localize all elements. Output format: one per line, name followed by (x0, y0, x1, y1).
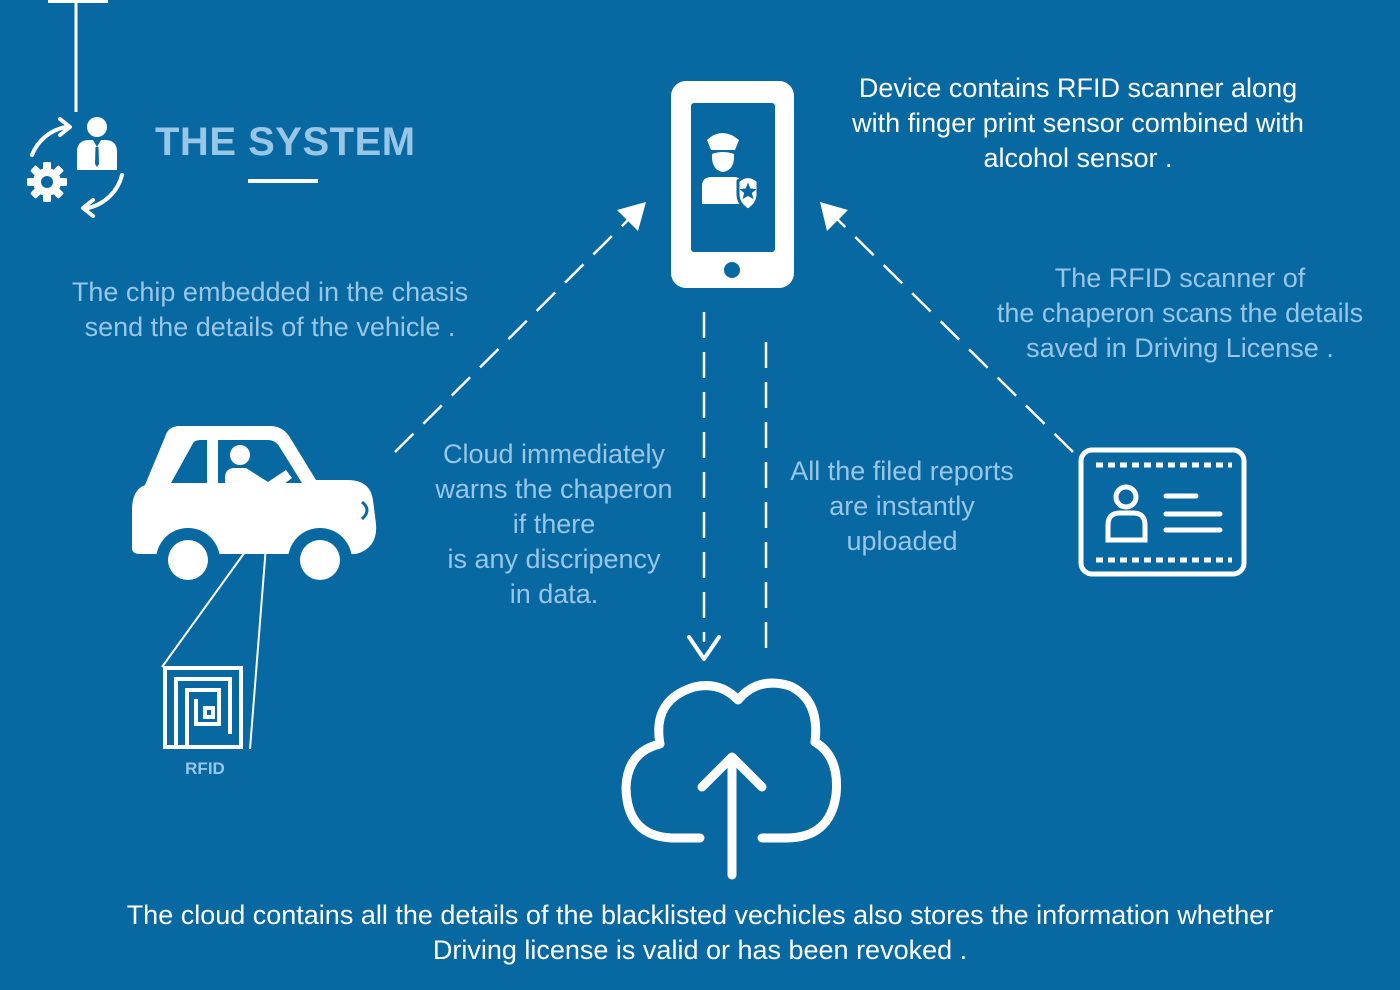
hanger-line (48, 0, 108, 112)
cloud-warning-note-line: in data. (509, 579, 599, 609)
cloud-upload-icon (621, 678, 842, 880)
device-note-line: alcohol sensor . (983, 143, 1173, 173)
chip-note: The chip embedded in the chasis send the… (50, 275, 490, 345)
cloud-warning-note-line: is any discripency (447, 544, 661, 574)
upload-note-line: uploaded (846, 526, 958, 556)
connector-license-to-device (820, 202, 1074, 453)
upload-note-line: are instantly (829, 491, 975, 521)
cloud-warning-note: Cloud immediately warns the chaperon if … (414, 437, 694, 612)
driving-license-icon (1078, 447, 1247, 577)
cloud-note-line: Driving license is valid or has been rev… (432, 935, 968, 965)
cloud-warning-note-line: if there (512, 509, 596, 539)
car-driver-icon (132, 426, 377, 592)
device-note-line: with finger print sensor combined with (852, 108, 1304, 138)
upload-note-line: All the filed reports (790, 456, 1014, 486)
rfid-scanner-note-line: saved in Driving License . (1026, 333, 1334, 363)
chip-note-line: send the details of the vehicle . (84, 312, 456, 342)
rfid-tag-icon (163, 666, 243, 749)
cloud-note-line: The cloud contains all the details of th… (126, 900, 1274, 930)
connector-device-to-cloud (687, 312, 721, 661)
system-process-icon (27, 117, 124, 218)
chip-callout (161, 527, 269, 750)
chip-note-line: The chip embedded in the chasis (71, 277, 469, 307)
cloud-warning-note-line: Cloud immediately (442, 439, 666, 469)
device-note: Device contains RFID scanner along with … (828, 71, 1328, 176)
cloud-warning-note-line: warns the chaperon (435, 474, 673, 504)
rfid-scanner-note: The RFID scanner of the chaperon scans t… (980, 261, 1380, 366)
rfid-scanner-note-line: The RFID scanner of (1054, 263, 1306, 293)
rfid-scanner-note-line: the chaperon scans the details (996, 298, 1364, 328)
page-title: THE SYSTEM (155, 120, 416, 164)
connector-chip-to-device (394, 202, 646, 453)
police-officer-icon (702, 133, 760, 212)
upload-note: All the filed reports are instantly uplo… (777, 454, 1027, 559)
device-note-line: Device contains RFID scanner along (858, 73, 1298, 103)
rfid-tag-label: RFID (185, 759, 225, 778)
cloud-note: The cloud contains all the details of th… (50, 898, 1350, 968)
